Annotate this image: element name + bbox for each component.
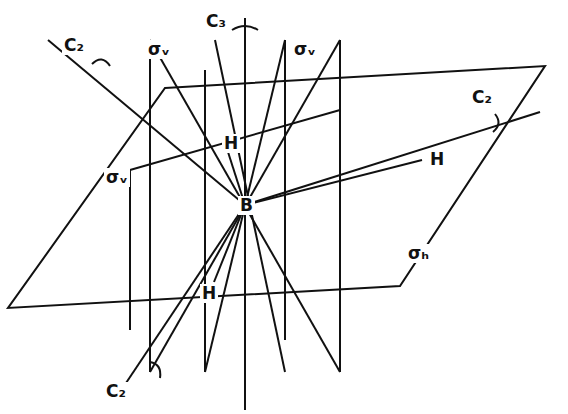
- c2-axis: [245, 112, 540, 205]
- mirror-plane-label: σₕ: [406, 244, 431, 263]
- rotation-arrow: [232, 26, 258, 30]
- atom-label: H: [222, 134, 240, 153]
- symmetry-axis-label: C₂: [62, 36, 86, 55]
- vertical-plane-edge: [149, 40, 151, 372]
- bond: [214, 205, 245, 282]
- c2-axis: [48, 40, 245, 205]
- symmetry-axis-label: C₂: [470, 88, 494, 107]
- vertical-plane-edge: [204, 70, 206, 372]
- mirror-plane-label: σᵥ: [146, 40, 172, 59]
- mirror-plane-label: σᵥ: [104, 168, 130, 187]
- bond: [245, 160, 422, 205]
- vertical-plane-edge: [215, 40, 285, 372]
- c2-axis: [120, 205, 245, 392]
- rotation-arrow: [150, 362, 160, 378]
- symmetry-axis-label: C₂: [104, 382, 128, 401]
- rotation-arrow: [493, 114, 499, 132]
- vertical-plane-edge: [284, 40, 286, 340]
- vertical-plane-edge: [130, 110, 340, 170]
- atom-label: B: [238, 196, 255, 215]
- symmetry-axis-label: C₃: [204, 12, 228, 31]
- atom-label: H: [200, 284, 218, 303]
- mirror-plane-label: σᵥ: [292, 40, 318, 59]
- atom-label: H: [428, 150, 446, 169]
- rotation-arrow: [92, 59, 110, 66]
- vertical-plane-edge: [339, 40, 341, 372]
- horizontal-plane: [8, 66, 545, 308]
- vertical-plane-edge: [129, 170, 131, 330]
